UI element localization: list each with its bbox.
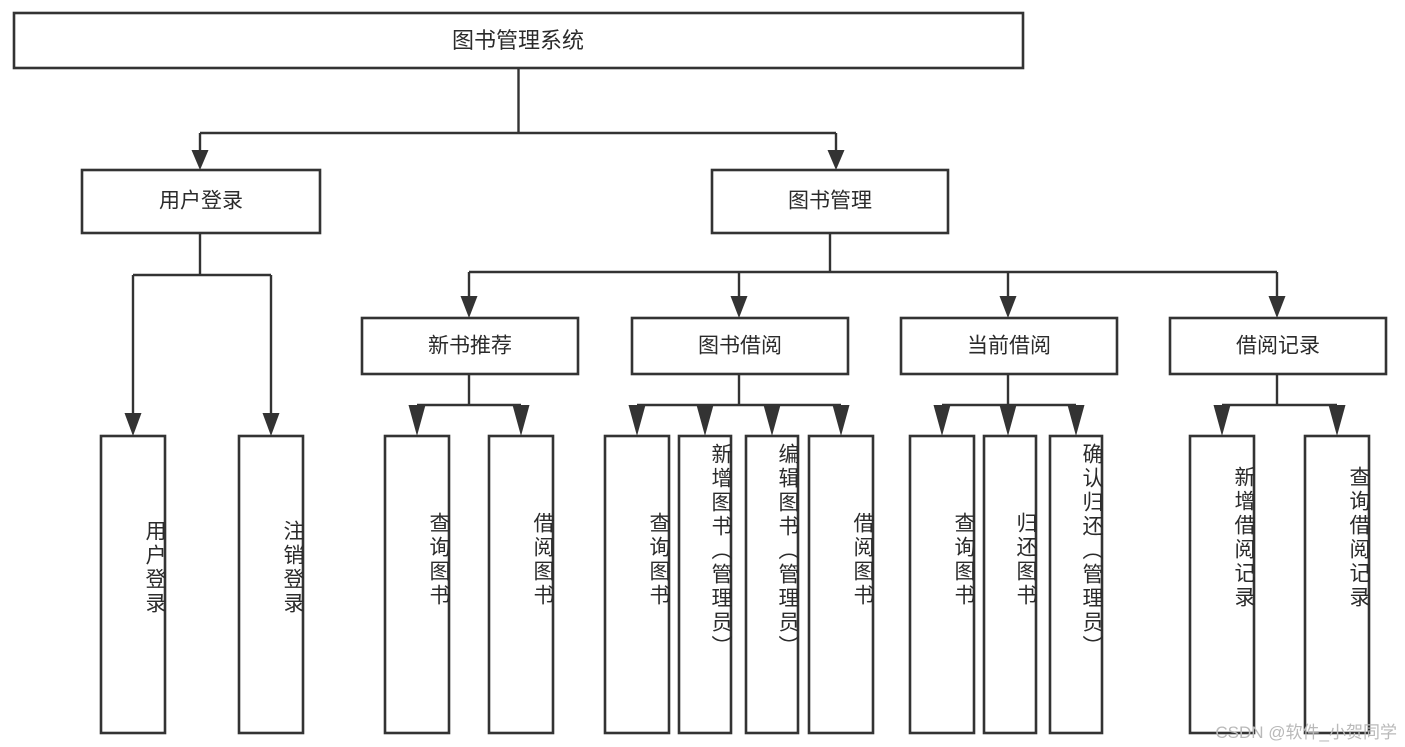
arrow-head-leaf-edit-book	[763, 405, 781, 436]
node-current-borrow-label: 当前借阅	[967, 335, 1051, 358]
node-book-borrow-box[interactable]	[630, 316, 850, 376]
arrow-head-leaf-return-book	[999, 405, 1017, 436]
arrow-head-leaf-user-login	[124, 413, 142, 436]
arrow-head-leaf-confirm-return	[1067, 405, 1085, 436]
node-book-borrow-label: 图书借阅	[698, 335, 782, 358]
watermark-text: CSDN @软件_小贺同学	[1215, 723, 1397, 742]
node-root[interactable]: 图书管理系统	[12, 11, 1025, 70]
node-book-manage-label: 图书管理	[788, 190, 872, 213]
node-user-login-box[interactable]	[80, 168, 322, 235]
arrow-head-leaf-borrow-book-1	[512, 405, 530, 436]
node-book-manage-box[interactable]	[710, 168, 950, 235]
arrow-head-leaf-query-book-1	[408, 405, 426, 436]
node-leaf-borrow-book-1-box[interactable]	[487, 434, 555, 735]
node-root-label: 图书管理系统	[452, 28, 584, 53]
node-leaf-query-book-2-box[interactable]	[603, 434, 671, 735]
node-borrow-record[interactable]: 借阅记录	[1168, 316, 1388, 376]
node-leaf-add-record-box[interactable]	[1188, 434, 1256, 735]
node-root-box[interactable]	[12, 11, 1025, 70]
leaf-box-group	[99, 434, 1371, 735]
arrow-head-leaf-query-book-3	[933, 405, 951, 436]
node-borrow-record-label: 借阅记录	[1236, 335, 1320, 358]
node-new-book-recommend[interactable]: 新书推荐	[360, 316, 580, 376]
node-leaf-borrow-book-2-box[interactable]	[807, 434, 875, 735]
arrow-head-new-book-recommend	[460, 296, 478, 318]
node-user-login-label: 用户登录	[159, 190, 243, 213]
node-new-book-recommend-box[interactable]	[360, 316, 580, 376]
node-book-borrow[interactable]: 图书借阅	[630, 316, 850, 376]
arrow-head-user-login	[191, 150, 209, 170]
node-leaf-query-record-box[interactable]	[1303, 434, 1371, 735]
arrow-head-leaf-add-book	[696, 405, 714, 436]
arrow-head-book-borrow	[730, 296, 748, 318]
node-book-manage[interactable]: 图书管理	[710, 168, 950, 235]
arrow-head-leaf-query-book-2	[628, 405, 646, 436]
node-new-book-recommend-label: 新书推荐	[428, 335, 512, 358]
arrow-head-leaf-user-logout	[262, 413, 280, 436]
node-leaf-edit-book-box[interactable]	[744, 434, 800, 735]
arrow-head-leaf-query-record	[1328, 405, 1346, 436]
node-current-borrow[interactable]: 当前借阅	[899, 316, 1119, 376]
arrow-head-borrow-record	[1268, 296, 1286, 318]
node-leaf-add-book-box[interactable]	[677, 434, 733, 735]
node-leaf-confirm-return-box[interactable]	[1048, 434, 1104, 735]
node-borrow-record-box[interactable]	[1168, 316, 1388, 376]
arrow-head-leaf-borrow-book-2	[832, 405, 850, 436]
node-user-login[interactable]: 用户登录	[80, 168, 322, 235]
node-leaf-query-book-3-box[interactable]	[908, 434, 976, 735]
node-current-borrow-box[interactable]	[899, 316, 1119, 376]
connector-group	[124, 68, 1346, 436]
arrow-head-book-manage	[827, 150, 845, 170]
node-leaf-query-book-1-box[interactable]	[383, 434, 451, 735]
node-leaf-user-login-box[interactable]	[99, 434, 167, 735]
node-leaf-return-book-box[interactable]	[982, 434, 1038, 735]
arrow-head-current-borrow	[999, 296, 1017, 318]
arrow-head-leaf-add-record	[1213, 405, 1231, 436]
node-leaf-user-logout-box[interactable]	[237, 434, 305, 735]
